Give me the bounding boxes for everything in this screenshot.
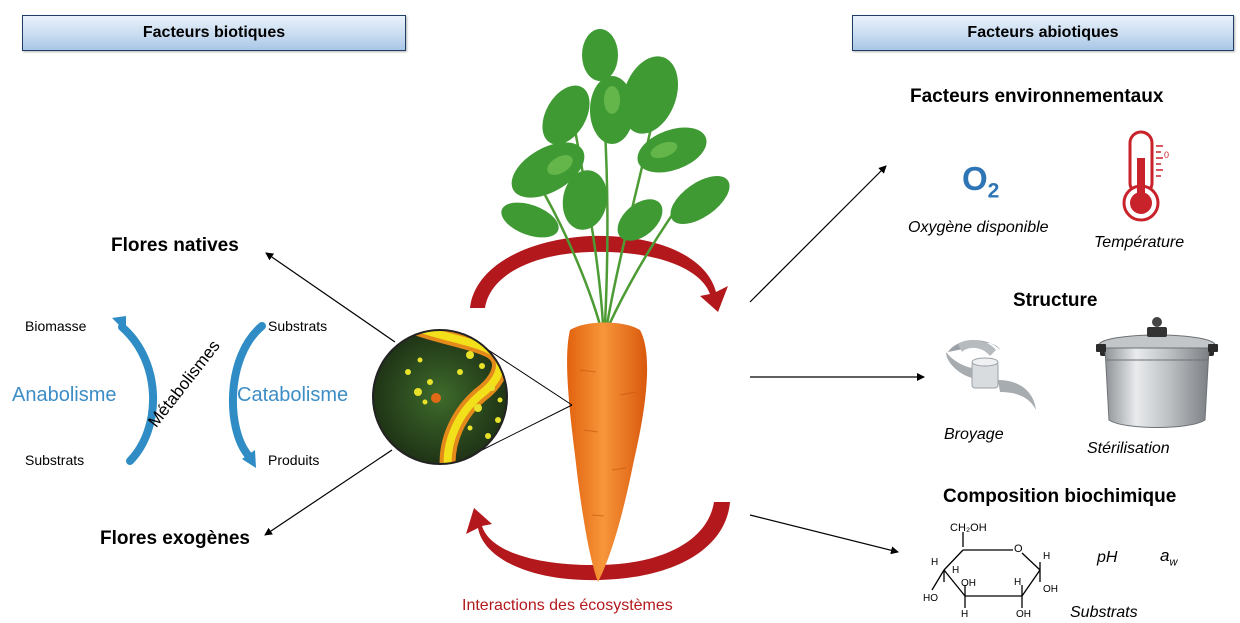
- grinding-label: Broyage: [944, 426, 1004, 444]
- molecule-ring-oxygen: O: [1014, 543, 1023, 555]
- molecule-ho: HO: [923, 593, 938, 604]
- temperature-label: Température: [1094, 234, 1184, 252]
- water-activity-label: aw: [1160, 546, 1177, 568]
- molecule-oh3: OH: [1016, 609, 1031, 620]
- molecule-h2: H: [931, 557, 938, 568]
- anabolism-bottom-label: Substrats: [25, 452, 84, 468]
- molecule-oh2: OH: [1043, 584, 1058, 595]
- anabolism-top-label: Biomasse: [25, 318, 86, 334]
- o2-symbol: O2: [962, 160, 999, 204]
- molecule-oh1: OH: [961, 578, 976, 589]
- carrot-root-icon: [567, 323, 647, 583]
- thermometer-icon: [1124, 132, 1163, 220]
- grinder-blade-icon: [946, 340, 1036, 410]
- catabolism-top-label: Substrats: [268, 318, 327, 334]
- substrates-label: Substrats: [1070, 604, 1138, 622]
- environmental-factors-title: Facteurs environnementaux: [910, 86, 1163, 108]
- molecule-h5: H: [961, 609, 968, 620]
- structure-title: Structure: [1013, 290, 1097, 312]
- molecule-h3: H: [952, 565, 959, 576]
- molecule-ch2oh: CH₂OH: [950, 522, 987, 534]
- available-oxygen-label: Oxygène disponible: [908, 219, 1049, 237]
- biochemical-composition-title: Composition biochimique: [943, 486, 1176, 508]
- sterilization-label: Stérilisation: [1087, 440, 1170, 458]
- arrow-to-environment: [750, 166, 886, 302]
- native-flora-label: Flores natives: [111, 235, 239, 257]
- ph-label: pH: [1097, 549, 1117, 567]
- pressure-cooker-icon: [1096, 317, 1218, 428]
- anabolism-label: Anabolisme: [12, 384, 117, 407]
- ecosystem-interactions-label: Interactions des écosystèmes: [462, 597, 673, 615]
- catabolism-label: Catabolisme: [237, 384, 348, 407]
- anabolism-arc: [112, 316, 153, 461]
- molecule-h1: H: [1043, 551, 1050, 562]
- molecule-h4: H: [1014, 577, 1021, 588]
- catabolism-bottom-label: Produits: [268, 452, 319, 468]
- thermometer-zero-label: 0: [1164, 150, 1169, 160]
- exogenous-flora-label: Flores exogènes: [100, 528, 250, 550]
- arrow-to-composition: [750, 515, 898, 552]
- glucose-molecule-icon: [932, 532, 1040, 608]
